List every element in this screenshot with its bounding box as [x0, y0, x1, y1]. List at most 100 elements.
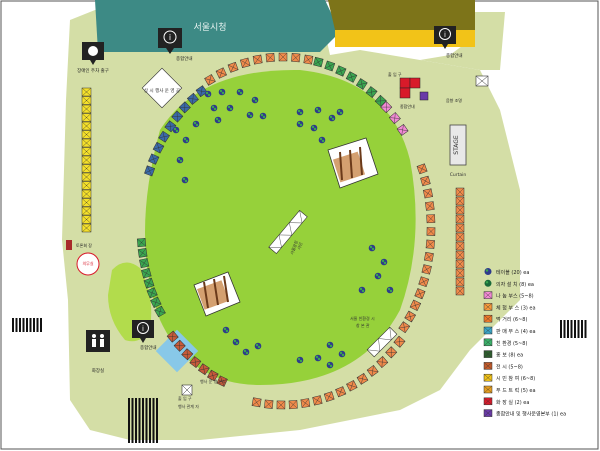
yellow-booth	[81, 104, 92, 114]
lower-right-banner	[366, 326, 398, 358]
center-gate-box	[181, 384, 193, 396]
legend-row: 시 민 참 여 (6~8)	[483, 373, 535, 382]
plaza-center-2: 시민	[295, 241, 303, 250]
tree-icon	[181, 176, 189, 184]
tree-icon	[210, 104, 218, 112]
info-diamond	[141, 67, 183, 109]
orange-booth	[312, 395, 323, 406]
blue-booth	[178, 101, 191, 114]
info-label-top-right: 종합안내	[446, 52, 463, 59]
green-booth	[313, 56, 324, 68]
orange-booth	[455, 286, 465, 296]
legend-row: 판 매 부 스 (4) ea	[483, 326, 536, 335]
orange-booth	[455, 223, 465, 233]
svg-text:i: i	[169, 33, 171, 42]
legend-row: 의자 설 치 (8) ea	[484, 279, 534, 288]
yellow-booth	[81, 87, 92, 97]
restroom-label: 화장실	[92, 367, 104, 374]
info-point-top-center[interactable]: i 종합안내	[158, 28, 193, 62]
left-booth-label: 토론회 장	[76, 242, 92, 248]
blue-booth	[144, 165, 156, 177]
tree-icon	[296, 120, 304, 128]
legend-label: 먹 거리 (6~8)	[496, 316, 527, 323]
info-point-top-right[interactable]: i 종합안내	[434, 26, 463, 59]
display-booth-lower[interactable]	[193, 271, 241, 317]
green-booth	[146, 287, 158, 299]
legend-row: 전 시 (5~8)	[483, 362, 523, 370]
booth-icon	[483, 409, 493, 417]
info-label-top-center: 종합안내	[176, 55, 193, 62]
yellow-booth	[81, 215, 92, 224]
tree-icon	[251, 96, 259, 104]
yellow-booth	[81, 138, 92, 148]
orange-booth	[409, 299, 422, 311]
orange-booth	[204, 74, 216, 86]
center-gate-label: 행사 운 영 본부	[200, 378, 226, 384]
crosswalk-stripe	[22, 318, 25, 332]
legend-label: 체 험 부 스 (3) ea	[496, 304, 536, 311]
pink-booth	[380, 101, 393, 114]
orange-booth	[455, 241, 465, 251]
red-brown-booth	[216, 375, 228, 387]
orange-booth	[303, 54, 314, 65]
tree-icon	[296, 108, 304, 116]
red-booth-3	[399, 87, 411, 99]
crosswalk-stripe	[131, 398, 134, 443]
info-point-bottom-left[interactable]: i 종합안내	[132, 320, 157, 351]
booth-icon	[483, 385, 493, 394]
booth-icon	[483, 397, 493, 406]
crosswalk-stripe	[563, 320, 566, 338]
tree-icon	[172, 126, 180, 134]
yellow-booth	[81, 198, 92, 207]
orange-booth	[356, 373, 369, 385]
tree-icon	[326, 341, 334, 349]
medical-point[interactable]: 의무실	[76, 252, 100, 276]
red-booth-1	[399, 77, 411, 89]
crosswalks	[12, 318, 587, 443]
yellow-booth	[81, 189, 92, 199]
info-icon	[163, 30, 177, 44]
orange-booth	[422, 188, 434, 199]
orange-booth	[398, 321, 411, 334]
yellow-booth	[81, 155, 92, 165]
booth-top-label: 상 시 행사 운 영 공	[144, 87, 180, 94]
white-booth-top-right	[475, 75, 489, 87]
orange-booth	[346, 380, 358, 392]
tree-icon	[484, 268, 492, 275]
tree-icon	[232, 338, 240, 346]
disabled-parking[interactable]: 장애인 주차 출구	[77, 42, 109, 74]
yellow-booth	[81, 121, 92, 131]
green-booth	[143, 277, 155, 289]
legend-label: 테이블 (20) ea	[496, 269, 529, 276]
orange-booth	[393, 335, 406, 348]
orange-booth	[264, 399, 274, 409]
crosswalk-stripe	[145, 398, 148, 443]
blue-booth	[171, 110, 184, 123]
display-booth-upper[interactable]	[327, 137, 379, 189]
crosswalk-stripe	[40, 318, 42, 332]
tree-icon	[326, 361, 334, 369]
stage-sub: Curtain	[450, 172, 467, 178]
stage-label: STAGE	[453, 135, 460, 155]
stage[interactable]: STAGE Curtain	[449, 124, 467, 178]
legend-label: 나 눔 부스 (5~8)	[496, 293, 534, 300]
orange-booth	[455, 268, 465, 278]
crosswalk-stripe	[577, 320, 580, 338]
tree-icon	[310, 124, 318, 132]
tree-icon	[296, 356, 304, 364]
tree-icon	[204, 90, 212, 98]
orange-booth	[291, 53, 301, 63]
restroom[interactable]: 화장실	[86, 330, 110, 374]
right-label-stage-side: 음향 조명	[446, 97, 462, 103]
city-hall-label: 서울시청	[193, 22, 226, 33]
lower-right-label-1: 서울 친환경 시	[350, 315, 375, 321]
orange-booth	[251, 397, 262, 408]
lower-right-label-2: 창 본 관	[356, 322, 370, 328]
yellow-booth	[81, 164, 92, 173]
booth-icon	[483, 373, 493, 382]
medical-label: 의무실	[82, 260, 93, 266]
tree-icon	[314, 106, 322, 114]
orange-booth	[420, 175, 431, 187]
orange-booth	[215, 67, 227, 79]
